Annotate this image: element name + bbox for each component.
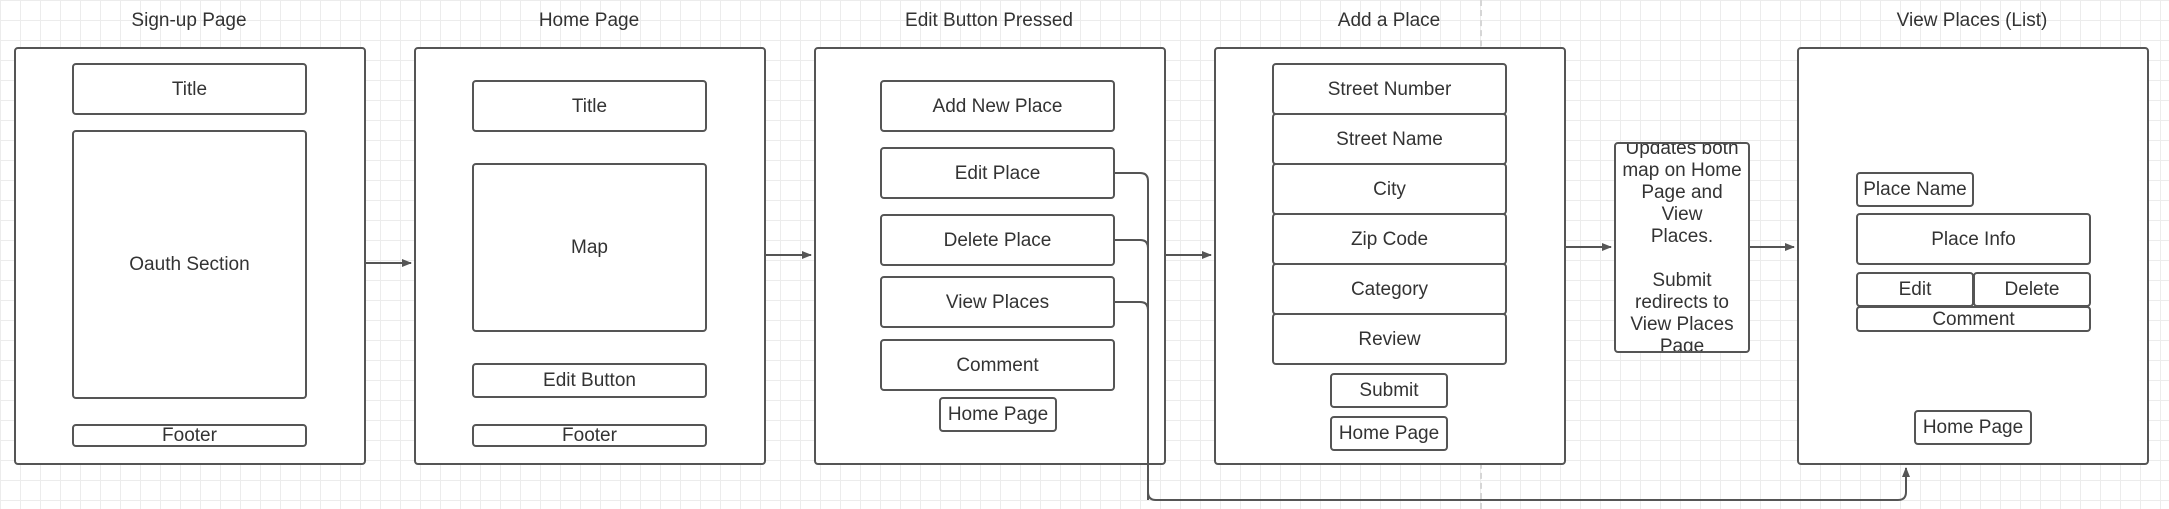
review-box: Review bbox=[1272, 313, 1507, 365]
add-place-title: Add a Place bbox=[1337, 10, 1441, 31]
add-home-page-box: Home Page bbox=[1330, 416, 1448, 451]
view-comment-box: Comment bbox=[1856, 306, 2091, 332]
category-box: Category bbox=[1272, 263, 1507, 315]
place-name-box: Place Name bbox=[1856, 172, 1974, 207]
home-footer-box: Footer bbox=[472, 424, 707, 447]
delete-place-box: Delete Place bbox=[880, 214, 1115, 266]
submit-box: Submit bbox=[1330, 373, 1448, 408]
signup-page-title: Sign-up Page bbox=[131, 10, 247, 31]
view-delete-box: Delete bbox=[1973, 272, 2091, 307]
updates-note-box: Updates both map on Home Page and View P… bbox=[1614, 142, 1750, 353]
signup-footer-box: Footer bbox=[72, 424, 307, 447]
home-page-title: Home Page bbox=[538, 10, 640, 31]
street-name-box: Street Name bbox=[1272, 113, 1507, 165]
map-box: Map bbox=[472, 163, 707, 332]
add-new-place-box: Add New Place bbox=[880, 80, 1115, 132]
comment-box: Comment bbox=[880, 339, 1115, 391]
home-title-box: Title bbox=[472, 80, 707, 132]
zip-code-box: Zip Code bbox=[1272, 213, 1507, 265]
place-info-box: Place Info bbox=[1856, 213, 2091, 265]
edit-home-page-box: Home Page bbox=[939, 397, 1057, 432]
edit-button-box: Edit Button bbox=[472, 363, 707, 398]
signup-title-box: Title bbox=[72, 63, 307, 115]
edit-place-box: Edit Place bbox=[880, 147, 1115, 199]
edit-pressed-title: Edit Button Pressed bbox=[905, 10, 1073, 31]
oauth-section-box: Oauth Section bbox=[72, 130, 307, 399]
view-edit-box: Edit bbox=[1856, 272, 1974, 307]
city-box: City bbox=[1272, 163, 1507, 215]
view-places-box: View Places bbox=[880, 276, 1115, 328]
view-home-page-box: Home Page bbox=[1914, 410, 2032, 445]
street-number-box: Street Number bbox=[1272, 63, 1507, 115]
view-places-title: View Places (List) bbox=[1896, 10, 2048, 31]
